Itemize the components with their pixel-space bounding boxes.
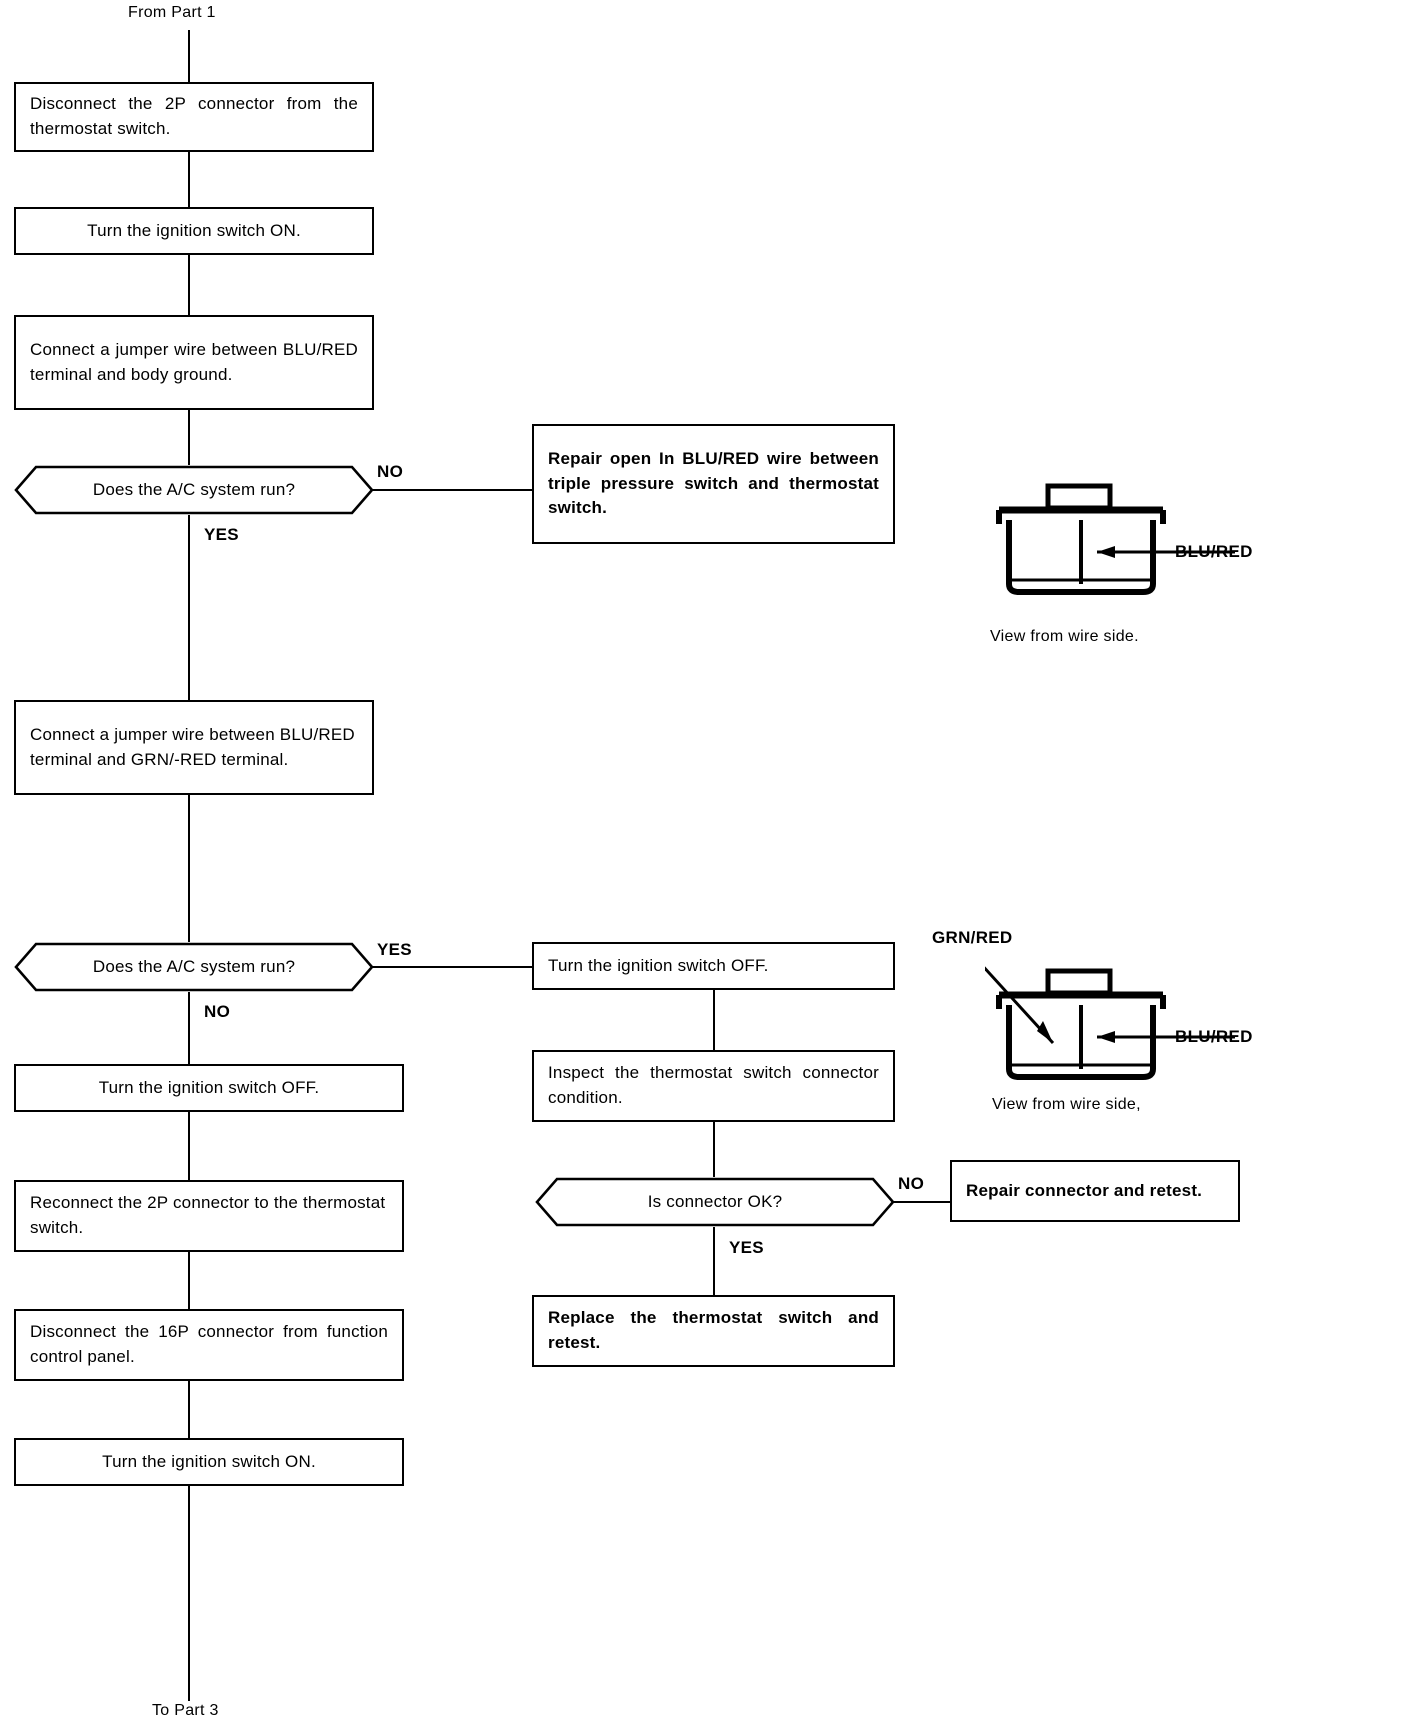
- step-disconnect-16p-connector: Disconnect the 16P connector from functi…: [14, 1309, 404, 1381]
- line-jumperground-to-decision1: [188, 410, 190, 465]
- line-decision1-yes-to-jumpergrnred: [188, 515, 190, 700]
- step-inspect-connector-condition: Inspect the thermostat switch connector …: [532, 1050, 895, 1122]
- line-ignitionoffright-to-inspect: [713, 990, 715, 1050]
- label-blu-red-top: BLU/RED: [1175, 542, 1253, 561]
- step-ignition-switch-on-1: Turn the ignition switch ON.: [14, 207, 374, 255]
- step-replace-thermostat-switch: Replace the thermostat switch and retest…: [532, 1295, 895, 1367]
- step-ignition-switch-off-right: Turn the ignition switch OFF.: [532, 942, 895, 990]
- hexagon-outline-1: [14, 465, 374, 515]
- branch-label-no-3: NO: [898, 1174, 925, 1193]
- branch-label-yes-2: YES: [377, 940, 412, 959]
- branch-label-no-1: NO: [377, 462, 404, 481]
- decision-does-ac-system-run-1: Does the A/C system run?: [14, 465, 374, 515]
- line-disconnect2p-to-ignitionon: [188, 152, 190, 207]
- line-disconnect16p-to-ignitionon2: [188, 1381, 190, 1438]
- step-jumper-wire-body-ground: Connect a jumper wire between BLU/RED te…: [14, 315, 374, 410]
- line-jumpergrnred-to-decision2: [188, 795, 190, 942]
- step-repair-connector-and-retest: Repair connector and retest.: [950, 1160, 1240, 1222]
- branch-label-yes-1: YES: [204, 525, 239, 544]
- line-decision1-no-to-repairopen: [372, 489, 532, 491]
- step-reconnect-2p-connector: Reconnect the 2P connector to the thermo…: [14, 1180, 404, 1252]
- label-blu-red-bottom: BLU/RED: [1175, 1027, 1253, 1046]
- line-decision2-no-to-ignitionoff-left: [188, 992, 190, 1064]
- connector-illustration-top: BLU/RED: [985, 480, 1285, 610]
- line-ignitionon2-to-exit: [188, 1486, 190, 1701]
- branch-label-yes-3: YES: [729, 1238, 764, 1257]
- line-reconnect2p-to-disconnect16p: [188, 1252, 190, 1309]
- branch-label-no-2: NO: [204, 1002, 231, 1021]
- step-jumper-wire-grn-red: Connect a jumper wire between BLU/RED te…: [14, 700, 374, 795]
- step-ignition-switch-on-2: Turn the ignition switch ON.: [14, 1438, 404, 1486]
- line-inspect-to-connectorok: [713, 1122, 715, 1177]
- hexagon-outline-3: [535, 1177, 895, 1227]
- step-repair-open-blu-red-wire: Repair open In BLU/RED wire between trip…: [532, 424, 895, 544]
- step-disconnect-2p-connector: Disconnect the 2P connector from the the…: [14, 82, 374, 152]
- entry-label: From Part 1: [128, 4, 216, 21]
- decision-is-connector-ok: Is connector OK?: [535, 1177, 895, 1227]
- connector-illustration-bottom: BLU/RED: [947, 927, 1285, 1095]
- line-connectorok-yes-to-replace: [713, 1227, 715, 1295]
- line-ignitionoff-to-reconnect2p: [188, 1112, 190, 1180]
- line-decision2-yes-to-ignitionoff: [372, 966, 532, 968]
- exit-label: To Part 3: [152, 1702, 219, 1719]
- two-pin-connector-icon-bottom: [947, 927, 1235, 1080]
- step-ignition-switch-off-left: Turn the ignition switch OFF.: [14, 1064, 404, 1112]
- caption-view-from-wire-side-top: View from wire side.: [990, 628, 1139, 645]
- line-ignitionon-to-jumperground: [188, 255, 190, 315]
- decision-does-ac-system-run-2: Does the A/C system run?: [14, 942, 374, 992]
- two-pin-connector-icon-top: [996, 483, 1235, 595]
- caption-view-from-wire-side-bottom: View from wire side,: [992, 1096, 1141, 1113]
- hexagon-outline-2: [14, 942, 374, 992]
- label-grn-red-bottom: GRN/RED: [932, 928, 1013, 947]
- line-connectorok-no-to-repairconnector: [893, 1201, 950, 1203]
- line-entry-to-disconnect2p: [188, 30, 190, 82]
